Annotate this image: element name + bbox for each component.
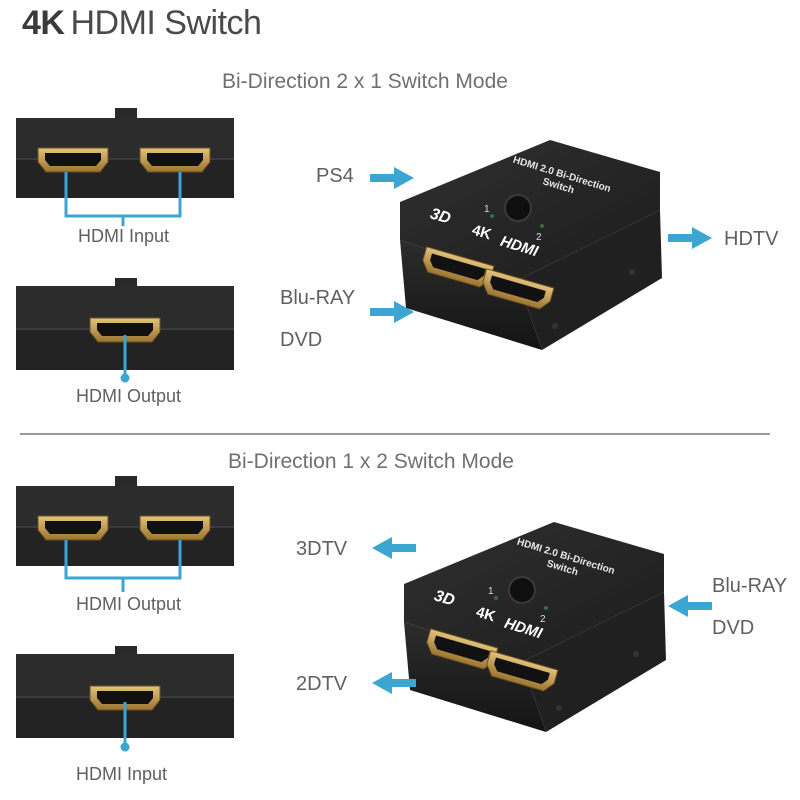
bottom-3dtv-arrow (372, 537, 416, 559)
bottom-port-2-label: 2 (540, 614, 546, 625)
top-source-dvd: DVD (280, 329, 323, 351)
top-ps4-arrow (370, 167, 414, 189)
bottom-section-heading: Bi-Direction 1 x 2 Switch Mode (228, 450, 514, 473)
top-output-device (16, 278, 234, 383)
top-source-ps4: PS4 (316, 165, 354, 187)
top-output-label: HDMI Output (76, 386, 182, 406)
bottom-bluray-arrow (668, 595, 712, 617)
bottom-source-dvd: DVD (712, 617, 755, 639)
top-input-label: HDMI Input (76, 226, 172, 247)
bottom-output-device (16, 476, 234, 592)
top-source-bluray: Blu-RAY (280, 287, 356, 309)
bottom-target-2dtv: 2DTV (296, 673, 348, 695)
section-divider (20, 433, 770, 435)
bottom-target-3dtv: 3DTV (296, 538, 348, 560)
bottom-output-label: HDMI Output (76, 594, 182, 614)
top-port-1-label: 1 (484, 204, 490, 215)
top-input-device (16, 108, 234, 232)
top-target-hdtv: HDTV (724, 228, 779, 250)
bottom-source-bluray: Blu-RAY (712, 575, 788, 597)
top-section-heading: Bi-Direction 2 x 1 Switch Mode (222, 70, 508, 93)
bottom-input-device (16, 646, 234, 752)
top-port-2-label: 2 (536, 232, 542, 243)
top-hdtv-arrow (668, 227, 712, 249)
bottom-port-1-label: 1 (488, 586, 494, 597)
bottom-input-label: HDMI Input (76, 764, 168, 784)
